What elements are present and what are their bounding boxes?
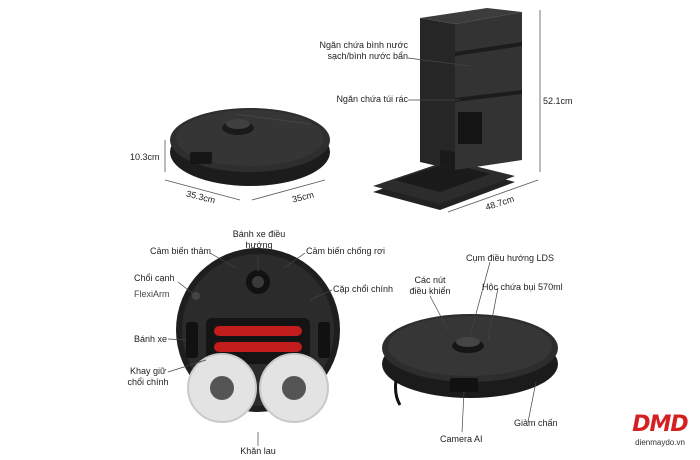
label-bumper: Giảm chấn bbox=[514, 418, 558, 428]
label-flexiarm: FlexiArm bbox=[134, 289, 170, 299]
label-water-tanks: Ngăn chứa bình nước sạch/bình nước bẩn bbox=[319, 40, 408, 61]
label-omni-wheel: Bánh xe điều hướng bbox=[232, 229, 286, 250]
label-mop-pads: Khăn lau bbox=[240, 446, 276, 456]
label-side-brush: Chổi cạnh bbox=[134, 273, 175, 283]
label-main-brush-plate: Cặp chổi chính bbox=[333, 284, 394, 294]
robot-top-view-2 bbox=[382, 314, 558, 406]
dock-leader-lines bbox=[407, 57, 471, 101]
brand-block: DMD dienmaydo.vn bbox=[622, 412, 698, 448]
robot-dimension-lines bbox=[164, 140, 326, 201]
dock-station bbox=[373, 8, 522, 210]
dim-dock-height: 52.1cm bbox=[543, 96, 573, 106]
label-dust-bin: Hộc chứa bụi 570ml bbox=[482, 282, 563, 292]
robot-bottom-view bbox=[176, 248, 340, 423]
label-camera: Camera AI bbox=[440, 434, 483, 444]
robot-top-view bbox=[170, 108, 330, 186]
label-control-buttons: Các nút điều khiển bbox=[409, 275, 451, 296]
label-wheel: Bánh xe bbox=[134, 334, 168, 344]
label-carpet-sensor: Cảm biến thảm bbox=[150, 246, 212, 256]
label-cliff-sensor: Cảm biến chống rơi bbox=[306, 246, 385, 256]
brand-logo: DMD bbox=[632, 412, 688, 437]
label-dust-bag: Ngăn chứa túi rác bbox=[336, 94, 408, 104]
brand-site: dienmaydo.vn bbox=[635, 438, 685, 447]
top-leader-lines bbox=[429, 261, 537, 433]
bottom-leader-lines bbox=[167, 252, 333, 446]
label-brush-tray: Khay giữ chổi chính bbox=[127, 366, 169, 387]
dim-robot-height: 10.3cm bbox=[130, 152, 160, 162]
dock-dimension-lines bbox=[447, 10, 541, 213]
label-lds: Cụm điều hướng LDS bbox=[466, 253, 554, 263]
